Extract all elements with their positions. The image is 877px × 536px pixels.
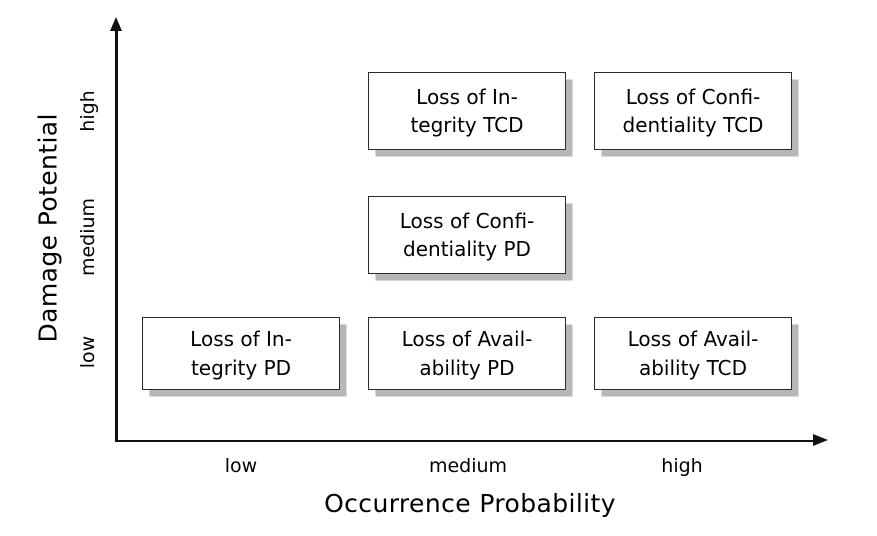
cell-box-label: Loss of Confi- dentiality TCD <box>622 84 764 137</box>
x-axis-tick-medium: medium <box>428 455 508 477</box>
cell-box-label: Loss of Avail- ability TCD <box>627 327 759 380</box>
x-axis-tick-high: high <box>661 455 703 477</box>
cell-box-loss-of-confidentiality-tcd[interactable]: Loss of Confi- dentiality TCD <box>594 72 792 150</box>
cell-box-label: Loss of Confi- dentiality PD <box>399 208 535 261</box>
y-axis-line <box>115 28 118 442</box>
y-axis-title: Damage Potential <box>33 113 63 343</box>
cell-box-loss-of-integrity-pd[interactable]: Loss of In- tegrity PD <box>142 317 340 390</box>
x-axis-line <box>115 439 815 442</box>
y-axis-tick-low: low <box>77 335 99 369</box>
cell-box-loss-of-confidentiality-pd[interactable]: Loss of Confi- dentiality PD <box>368 196 566 274</box>
cell-box-loss-of-availability-pd[interactable]: Loss of Avail- ability PD <box>368 317 566 390</box>
y-axis-tick-medium: medium <box>77 197 99 277</box>
y-axis-tick-high: high <box>77 90 99 132</box>
cell-box-label: Loss of Avail- ability PD <box>401 327 533 380</box>
x-axis-title: Occurrence Probability <box>324 489 616 518</box>
cell-box-label: Loss of In- tegrity TCD <box>410 84 524 137</box>
cell-box-label: Loss of In- tegrity PD <box>190 327 292 380</box>
y-axis-arrow-icon <box>109 17 122 31</box>
cell-box-loss-of-availability-tcd[interactable]: Loss of Avail- ability TCD <box>594 317 792 390</box>
x-axis-tick-low: low <box>224 455 258 477</box>
cell-box-loss-of-integrity-tcd[interactable]: Loss of In- tegrity TCD <box>368 72 566 150</box>
x-axis-arrow-icon <box>813 433 828 446</box>
